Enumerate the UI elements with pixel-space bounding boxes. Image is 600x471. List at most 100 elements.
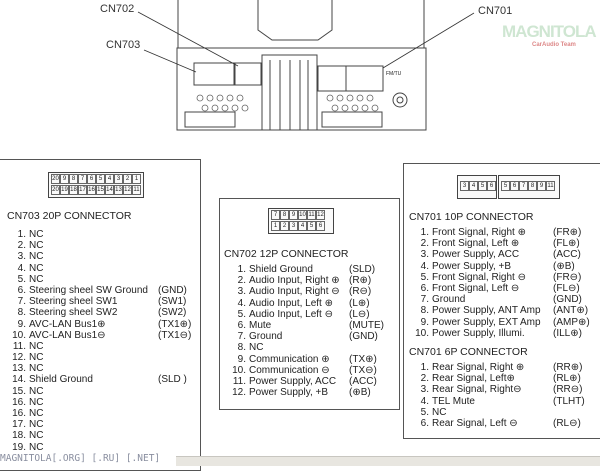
pin-number: 2. [420,373,429,385]
pin-code: (SLD) [349,264,376,275]
pin-number: 4. [17,262,26,274]
pin-function: Power Supply, +B [249,387,329,399]
connector-pin: 8 [69,174,78,184]
pin-function: Power Supply, ANT Amp [432,305,541,317]
pin-number: 15. [12,385,26,397]
pin-number: 8. [237,342,246,354]
pin-function: TEL Mute [432,395,475,407]
connector-pin: 9 [537,181,546,191]
pin-code: (GND) [158,284,187,296]
pin-function: Power Supply, Illumi. [432,327,525,339]
pin-function: NC [29,385,44,397]
pin-number: 5. [17,273,26,285]
pin-code: (FL⊖) [553,282,580,294]
pin-code: (AMP⊕) [553,316,590,328]
connector-pin: 4 [469,181,478,191]
pin-function: Communication ⊕ [249,353,330,365]
pin-code: (⊕B) [553,260,575,272]
connector-pin: 19 [60,185,69,195]
pin-number: 7. [237,331,246,343]
pin-function: Rear Signal, Right ⊕ [432,362,525,373]
cn703-title: CN703 20P CONNECTOR [7,210,132,222]
connector-pin: 20 [51,185,60,195]
connector-pin: 11 [307,210,316,220]
pin-number: 12. [232,387,246,399]
connector-pin: 5 [96,174,105,184]
connector-pin: 9 [60,174,69,184]
callout-cn701: CN701 [478,5,513,17]
connector-pin: 12 [316,210,325,220]
pin-function: Audio Input, Right ⊖ [249,286,340,298]
pin-number: 1. [17,229,26,240]
connector-pin: 12 [123,185,132,195]
pin-number: 16. [12,408,26,419]
pin-number: 17. [12,419,26,431]
pin-code: (RR⊖) [553,384,583,396]
connector-pin: 6 [487,181,496,191]
pin-number: 11. [12,340,26,352]
pin-number: 2. [237,275,246,287]
pin-number: 18. [12,430,26,442]
pin-number: 16. [12,396,26,408]
pin-function: Front Signal, Right ⊖ [432,271,526,283]
pin-number: 7. [17,296,26,308]
connector-pin: 20 [51,174,60,184]
pin-code: (RL⊕) [553,373,581,385]
pin-function: Rear Signal, Left⊕ [432,373,515,385]
connector-pin: 1 [132,174,141,184]
pin-number: 2. [17,240,26,252]
pin-function: Shield Ground [249,264,313,275]
pin-function: NC [29,273,44,285]
connector-pin: 11 [132,185,141,195]
pin-number: 3. [17,251,26,263]
pin-function: Steering sheel SW1 [29,296,118,308]
connector-pin: 3 [460,181,469,191]
connector-pin: 14 [105,185,114,195]
connector-pin: 7 [78,174,87,184]
pin-function: Steering sheel SW Ground [29,284,148,296]
connector-pin: 5 [501,181,510,191]
pin-code: (GND) [553,294,582,306]
pin-code: (SW2) [158,307,187,319]
pin-code: (SW1) [158,296,187,308]
pin-function: Communication ⊖ [249,364,330,376]
connector-pin: 5 [307,221,316,231]
pin-code: (RR⊕) [553,362,583,373]
pin-number: 11. [232,375,246,387]
pin-code: (L⊖) [349,308,370,320]
pin-function: NC [29,262,44,274]
cn701-10p-title: CN701 10P CONNECTOR [409,211,534,223]
pin-number: 19. [12,441,26,453]
pin-function: Rear Signal, Left ⊖ [432,417,518,429]
pin-code: (L⊕) [349,297,370,309]
pin-number: 6. [420,417,429,429]
pin-code: (⊕B) [349,387,371,399]
connector-pin: 8 [280,210,289,220]
callout-cn702: CN702 [100,3,135,15]
pin-function: Ground [432,294,466,306]
pin-function: Audio Input, Left ⊕ [249,297,333,309]
pin-function: NC [29,251,44,263]
pin-function: NC [29,229,44,240]
connector-pin: 3 [289,221,298,231]
viewer-toolbar[interactable] [176,456,600,466]
pin-function: AVC-LAN Bus1⊖ [29,329,106,341]
pin-number: 10. [415,327,429,339]
connector-pin: 4 [298,221,307,231]
pin-function: Front Signal, Left ⊕ [432,238,520,250]
connector-pin: 7 [271,210,280,220]
pin-code: (GND) [349,331,378,343]
watermark-sub: CarAudio Team [532,42,576,48]
connector-pin: 11 [546,181,555,191]
connector-pin: 5 [478,181,487,191]
pin-code: (R⊖) [349,286,372,298]
pin-function: Power Supply, EXT Amp [432,316,541,328]
connector-pin: 9 [289,210,298,220]
pin-code: (TLHT) [553,395,585,407]
pin-function: Shield Ground [29,374,93,386]
connector-pin: 1 [271,221,280,231]
watermark-logo: MAGNITOLA [502,22,597,41]
pin-number: 13. [12,363,26,375]
pin-function: Power Supply, +B [432,260,512,272]
pin-number: 6. [17,284,26,296]
